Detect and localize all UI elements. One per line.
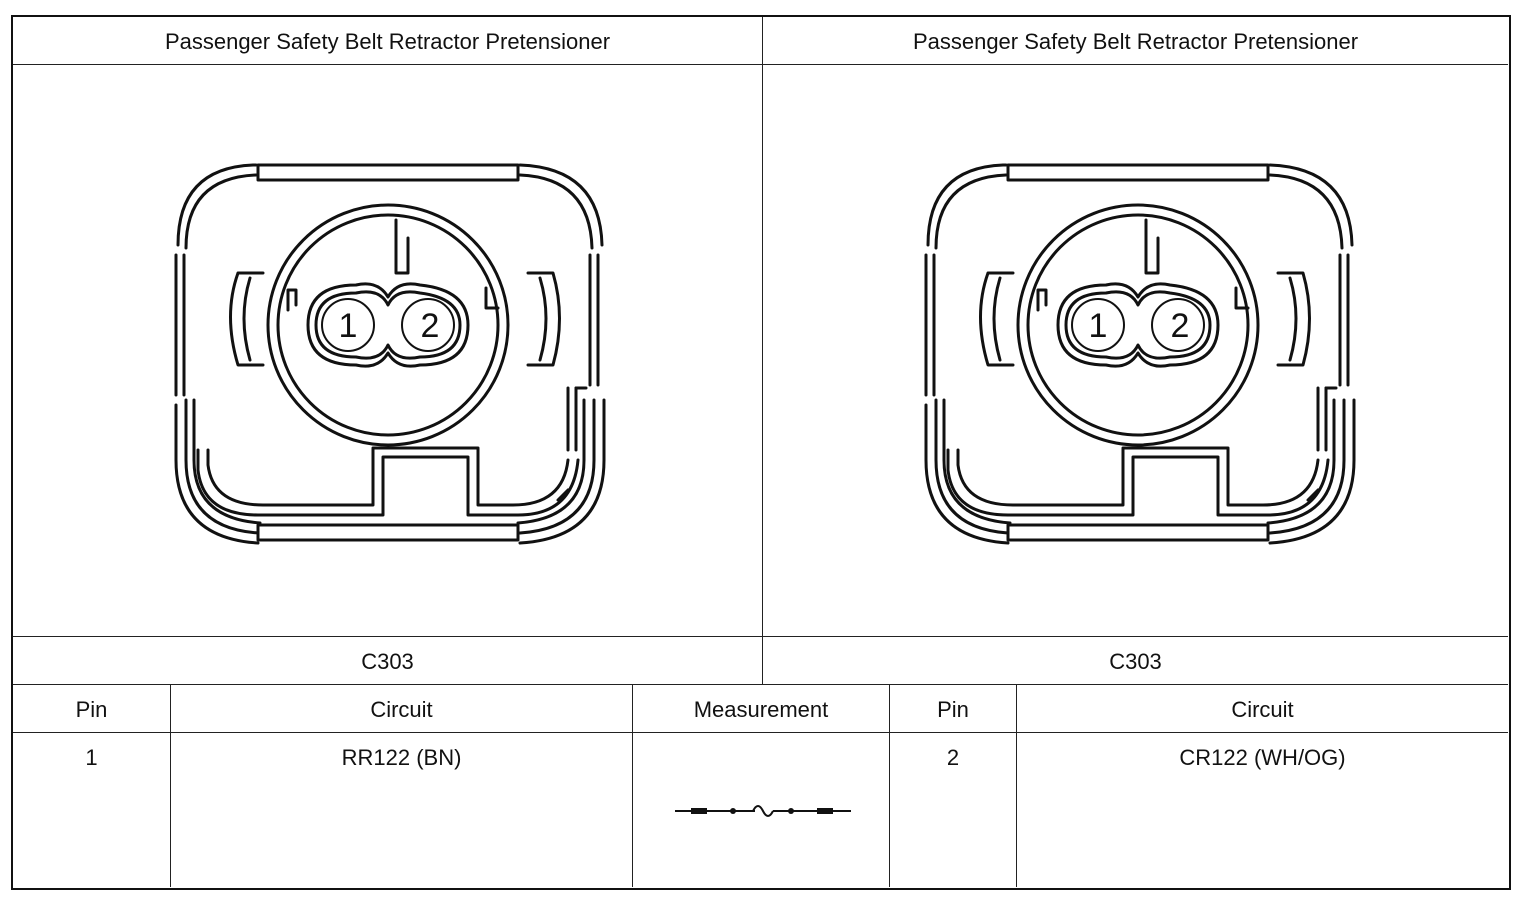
resistance-symbol-icon: [675, 805, 851, 817]
row-circuit-b: CR122 (WH/OG): [1179, 745, 1346, 770]
grid-col-1: [170, 684, 171, 887]
row-pin-a: 1: [85, 745, 98, 770]
connector-name-right: C303: [1109, 649, 1162, 674]
pin-label-2: 2: [1171, 307, 1190, 345]
grid-line-name: [13, 684, 1508, 685]
row-pin-b: 2: [946, 745, 960, 770]
pin-label-2: 2: [421, 307, 440, 345]
grid-line-title: [13, 64, 1508, 65]
grid-line-image: [13, 636, 1508, 637]
connector-face-left: 1 2: [174, 163, 606, 545]
grid-line-header: [13, 732, 1508, 733]
connector-face-right: 1 2: [924, 163, 1356, 545]
connector-title-right: Passenger Safety Belt Retractor Pretensi…: [912, 29, 1359, 54]
row-circuit-a: RR122 (BN): [341, 745, 462, 770]
header-circuit-b: Circuit: [1231, 697, 1294, 722]
pin-label-1: 1: [1089, 307, 1108, 345]
connector-housing: [174, 163, 606, 545]
grid-divider-top: [762, 17, 763, 684]
connector-name-left: C303: [361, 649, 414, 674]
connector-title-left: Passenger Safety Belt Retractor Pretensi…: [164, 29, 611, 54]
pin-label-1: 1: [339, 307, 358, 345]
header-circuit-a: Circuit: [370, 697, 433, 722]
connector-housing: [924, 163, 1356, 545]
grid-col-2: [632, 684, 633, 887]
grid-col-4: [1016, 684, 1017, 887]
header-measurement: Measurement: [693, 697, 829, 722]
connector-chart: Passenger Safety Belt Retractor Pretensi…: [11, 15, 1511, 890]
grid-col-3: [889, 684, 890, 887]
header-pin-a: Pin: [75, 697, 108, 722]
header-pin-b: Pin: [937, 697, 969, 722]
